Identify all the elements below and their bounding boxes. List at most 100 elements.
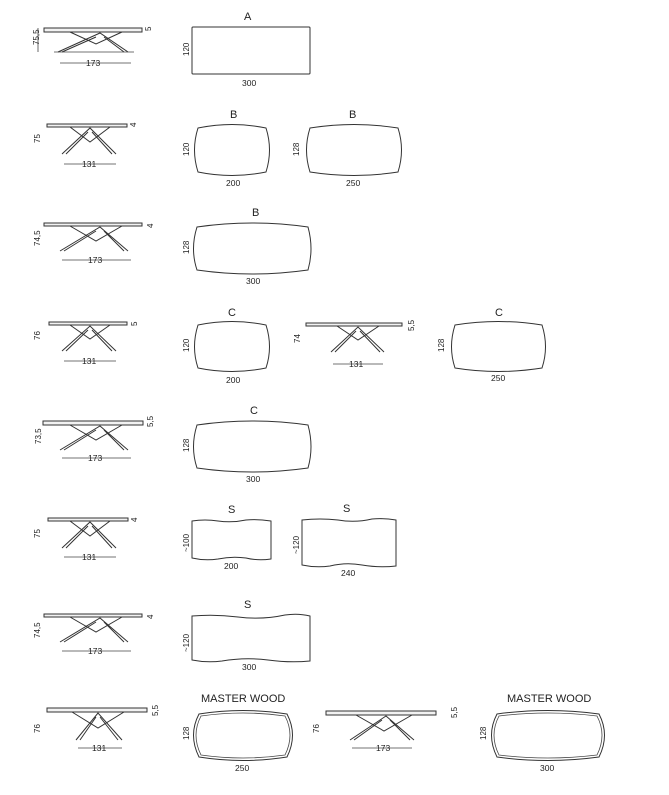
width-label: 131 [82, 356, 96, 366]
side-elevation-drawing [47, 517, 129, 549]
thickness-label: 4 [130, 517, 139, 522]
width-label: 200 [226, 178, 240, 188]
thickness-label: 5 [144, 26, 153, 31]
width-label: 131 [349, 359, 363, 369]
depth-label: 128 [182, 726, 191, 740]
height-label: 75 [33, 134, 42, 143]
width-label: 173 [376, 743, 390, 753]
depth-label: 120 [182, 338, 191, 352]
height-label: 76 [33, 331, 42, 340]
top-view: S ~120 300 [182, 599, 311, 672]
side-view: 73,5 5,5 173 [34, 415, 155, 463]
top-outline [306, 124, 402, 176]
width-label: 240 [341, 568, 355, 578]
top-outline [301, 518, 397, 568]
depth-label: 120 [182, 142, 191, 156]
thickness-dimension: 5 [144, 26, 153, 31]
depth-label: ~120 [182, 633, 191, 652]
height-label: 76 [33, 724, 42, 733]
side-view: 74,5 4 173 [33, 613, 155, 656]
width-label: 131 [82, 159, 96, 169]
side-elevation-drawing [43, 222, 143, 252]
width-label: 250 [346, 178, 360, 188]
top-outline [194, 124, 270, 176]
width-label: 300 [246, 276, 260, 286]
thickness-label: 5,5 [450, 706, 459, 718]
top-view: B 128 250 [292, 109, 402, 188]
side-view: 75 4 131 [33, 517, 139, 562]
depth-label: ~100 [182, 533, 191, 552]
height-label: 76 [312, 724, 321, 733]
depth-label: 128 [437, 338, 446, 352]
side-view: 76 5,5 173 [312, 706, 459, 753]
width-label: 250 [491, 373, 505, 383]
top-view: C 128 250 [437, 307, 546, 383]
top-letter: B [252, 207, 259, 219]
top-outline [193, 710, 293, 761]
top-letter: S [244, 599, 251, 611]
thickness-label: 4 [146, 614, 155, 619]
width-label: 250 [235, 763, 249, 773]
top-outline [194, 321, 270, 372]
height-label: 75,5 [32, 29, 41, 45]
height-label: 73,5 [34, 428, 43, 444]
top-letter: S [343, 503, 350, 515]
depth-label: 128 [182, 438, 191, 452]
top-view: MASTER WOOD 128 250 [182, 693, 293, 773]
top-letter: C [250, 405, 258, 417]
width-label: 131 [92, 743, 106, 753]
width-label: 173 [88, 646, 102, 656]
width-label: 131 [82, 552, 96, 562]
side-view: 75 4 131 [33, 122, 138, 169]
top-outline [191, 613, 311, 663]
top-outline [491, 710, 605, 761]
top-outline [193, 420, 312, 473]
height-label: 74 [293, 334, 302, 343]
side-elevation-drawing [48, 321, 128, 352]
width-label: 300 [246, 474, 260, 484]
top-view: C 120 200 [182, 307, 270, 385]
top-letter: S [228, 504, 235, 516]
width-label: 173 [88, 453, 102, 463]
depth-label: 128 [182, 240, 191, 254]
top-view: S ~120 240 [292, 503, 397, 578]
top-outline [191, 519, 272, 561]
width-label: 300 [540, 763, 554, 773]
side-elevation-drawing [305, 322, 403, 353]
thickness-label: 5,5 [151, 704, 160, 716]
side-view: 74,5 4 173 [33, 222, 155, 265]
side-elevation-drawing [43, 613, 143, 643]
top-view: C 128 300 [182, 405, 312, 484]
top-letter: A [244, 11, 252, 23]
height-label: 74,5 [33, 230, 42, 246]
top-view: S ~100 200 [182, 504, 272, 571]
top-outline [193, 222, 312, 275]
width-label: 173 [88, 255, 102, 265]
side-view: 76 5 131 [33, 321, 139, 366]
height-dimension: 75,5 [32, 28, 41, 52]
height-label: 74,5 [33, 622, 42, 638]
width-label: 300 [242, 662, 256, 672]
side-view: 75,5 5 173 [32, 26, 153, 68]
depth-label: 128 [479, 726, 488, 740]
side-elevation-drawing [43, 27, 143, 53]
side-view: 74 5,5 131 [293, 319, 416, 369]
top-letter: B [230, 109, 237, 121]
top-view: B 128 300 [182, 207, 312, 286]
width-label: 300 [242, 78, 256, 88]
top-outline [191, 26, 311, 75]
side-elevation-drawing [46, 123, 128, 155]
depth-label: ~120 [292, 535, 301, 554]
width-dimension: 173 [60, 58, 131, 68]
top-outline [451, 321, 546, 372]
top-view: B 120 200 [182, 109, 270, 188]
thickness-label: 5,5 [146, 415, 155, 427]
top-letter: MASTER WOOD [201, 693, 285, 705]
top-view: A 120 300 [182, 11, 311, 88]
side-view: 76 5,5 131 [33, 704, 160, 753]
side-elevation-drawing [42, 420, 144, 451]
top-view: MASTER WOOD 128 300 [479, 693, 605, 773]
width-label: 200 [224, 561, 238, 571]
width-label: 173 [86, 58, 100, 68]
